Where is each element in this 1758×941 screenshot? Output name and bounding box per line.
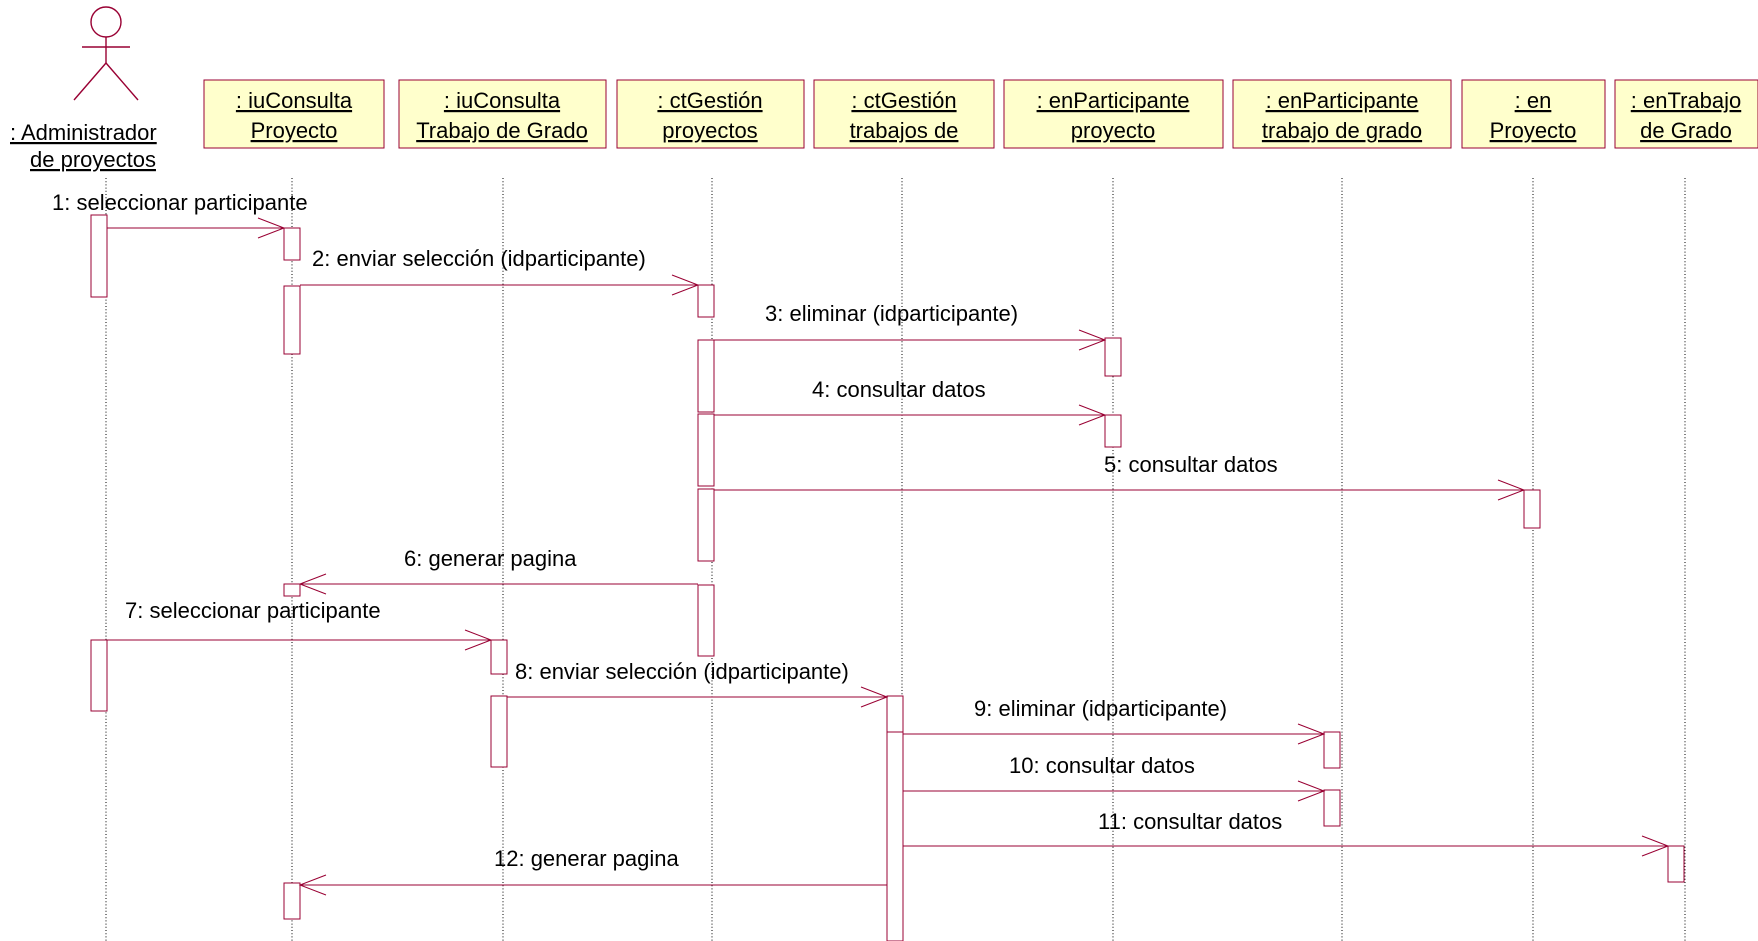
arrowhead	[257, 217, 286, 239]
arrowhead	[1497, 479, 1526, 501]
activation-bar	[490, 695, 508, 768]
object-iu-trabajo-box	[398, 79, 607, 149]
message-label-1: 1: seleccionar participante	[52, 190, 308, 215]
arrowhead	[1297, 780, 1326, 802]
object-en-part-trabajo-name-2: trabajo de grado	[1262, 118, 1422, 143]
actor-name-line2: de proyectos	[30, 147, 156, 172]
object-en-proyecto-name: : en	[1515, 88, 1552, 113]
activation-bar	[1104, 414, 1122, 448]
activation-bar	[1667, 845, 1685, 883]
activation-bar	[283, 227, 301, 261]
object-en-proyecto-name-2: Proyecto	[1490, 118, 1577, 143]
object-en-part-proyecto-name: : enParticipante	[1037, 88, 1190, 113]
arrowhead	[298, 573, 327, 595]
message-labels: 1: seleccionar participante 2: enviar se…	[52, 190, 1282, 871]
message-label-11: 11: consultar datos	[1098, 809, 1282, 834]
object-en-proyecto-box	[1461, 79, 1606, 149]
arrowhead	[298, 874, 327, 896]
arrowhead	[1641, 835, 1670, 857]
actor-name: : Administrador	[10, 120, 157, 145]
object-ct-trabajos-box	[813, 79, 995, 149]
object-ct-trabajos-name-2: trabajos de	[850, 118, 959, 143]
activation-bar	[1523, 489, 1541, 529]
message-label-5: 5: consultar datos	[1104, 452, 1278, 477]
object-ct-proyectos-box	[616, 79, 805, 149]
object-labels: : iuConsulta Proyecto : iuConsulta Traba…	[236, 88, 1741, 143]
object-en-trabajo-box	[1614, 79, 1758, 149]
activation-bar	[697, 584, 715, 657]
activation-bar	[1323, 731, 1341, 769]
arrowhead	[464, 629, 493, 651]
message-label-9: 9: eliminar (idparticipante)	[974, 696, 1227, 721]
message-label-6: 6: generar pagina	[404, 546, 577, 571]
activation-bar	[490, 639, 508, 675]
activation-bar	[90, 639, 108, 712]
activation-bar	[1323, 789, 1341, 827]
object-iu-proyecto-name: : iuConsulta	[236, 88, 353, 113]
message-label-3: 3: eliminar (idparticipante)	[765, 301, 1018, 326]
object-iu-proyecto-name-2: Proyecto	[251, 118, 338, 143]
activation-bars	[90, 214, 1685, 941]
activation-bar	[283, 882, 301, 920]
object-en-part-trabajo-box	[1232, 79, 1452, 149]
object-iu-trabajo-name: : iuConsulta	[444, 88, 561, 113]
message-label-10: 10: consultar datos	[1009, 753, 1195, 778]
arrowhead	[671, 274, 700, 296]
arrowhead	[1078, 329, 1107, 351]
activation-bar	[283, 285, 301, 355]
object-boxes	[203, 79, 1758, 149]
message-label-4: 4: consultar datos	[812, 377, 986, 402]
object-ct-proyectos-name: : ctGestión	[657, 88, 762, 113]
object-en-trabajo-name: : enTrabajo	[1631, 88, 1741, 113]
activation-bar	[886, 695, 904, 733]
object-en-trabajo-name-2: de Grado	[1640, 118, 1732, 143]
message-label-12: 12: generar pagina	[494, 846, 679, 871]
actor-figure	[73, 6, 139, 101]
message-arrows	[107, 217, 1670, 896]
activation-bar	[697, 284, 715, 318]
activation-bar	[90, 214, 108, 298]
message-label-7: 7: seleccionar participante	[125, 598, 381, 623]
arrowhead	[1297, 723, 1326, 745]
object-en-part-proyecto-box	[1003, 79, 1224, 149]
message-label-2: 2: enviar selección (idparticipante)	[312, 246, 646, 271]
activation-bar	[697, 339, 715, 413]
object-en-part-trabajo-name: : enParticipante	[1266, 88, 1419, 113]
object-ct-trabajos-name: : ctGestión	[851, 88, 956, 113]
activation-bar	[1104, 337, 1122, 377]
object-iu-trabajo-name-2: Trabajo de Grado	[416, 118, 588, 143]
activation-bar	[697, 488, 715, 562]
activation-bar	[697, 413, 715, 487]
message-label-8: 8: enviar selección (idparticipante)	[515, 659, 849, 684]
activation-bar	[886, 731, 904, 941]
activation-bar	[283, 583, 301, 597]
object-en-part-proyecto-name-2: proyecto	[1071, 118, 1155, 143]
arrowhead	[860, 686, 889, 708]
object-iu-proyecto-box	[203, 79, 385, 149]
object-ct-proyectos-name-2: proyectos	[662, 118, 757, 143]
arrowhead	[1078, 404, 1107, 426]
